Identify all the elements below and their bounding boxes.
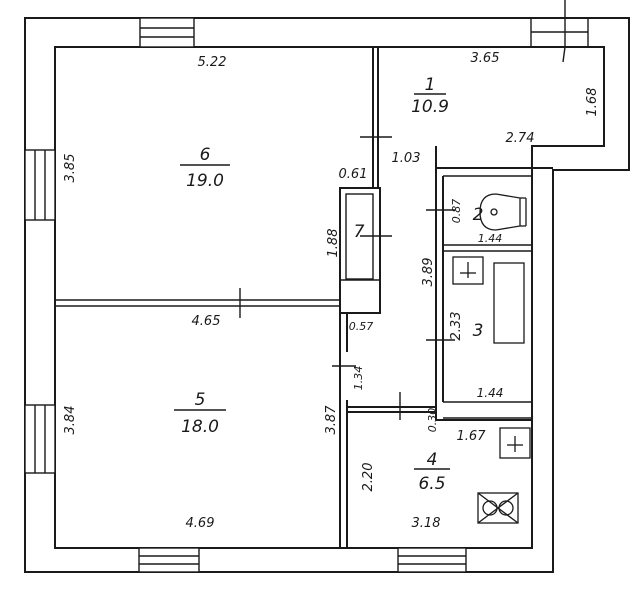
room-5-number: 5 (195, 390, 206, 410)
sink-icon (452, 256, 484, 285)
interior-walls (55, 47, 553, 548)
dim-closet-gap: 0.57 (349, 320, 374, 333)
room-7-number: 7 (354, 222, 365, 242)
dim-wc-height: 0.87 (450, 199, 463, 224)
window-top-right (530, 18, 589, 47)
room-4-number: 4 (427, 450, 438, 470)
room-6-area: 19.0 (186, 171, 224, 191)
outer-walls (24, 0, 630, 573)
dim-r5-right: 3.87 (324, 405, 339, 435)
kitchen-sink-icon (499, 427, 531, 459)
room-2-number: 2 (473, 205, 484, 225)
room-4-area: 6.5 (418, 474, 445, 494)
dim-bath-width: 1.44 (477, 386, 504, 400)
dim-r6-right: 0.61 (339, 167, 368, 182)
dim-r4-gap: 0.30 (426, 408, 439, 433)
dim-r4-bottom: 3.18 (412, 516, 441, 531)
fixtures (452, 193, 531, 524)
room-5-area: 18.0 (181, 417, 219, 437)
window-top (139, 17, 195, 48)
dim-r5-left: 3.84 (63, 406, 78, 435)
dim-door-gap: 1.34 (352, 366, 365, 391)
window-left-lower (24, 404, 56, 474)
room-3-number: 3 (473, 321, 484, 341)
dim-r1-bottom: 2.74 (506, 131, 535, 146)
window-bottom-left (138, 547, 200, 573)
dim-bath-total: 3.89 (421, 258, 436, 287)
door-marks (239, 136, 455, 420)
dimension-labels: 5.22 3.85 4.65 0.61 3.65 1.68 2.74 1.03 … (63, 51, 600, 531)
closet (339, 187, 381, 314)
room-1-area: 10.9 (411, 97, 449, 117)
window-left-upper (24, 149, 56, 221)
dim-r6-bottom: 4.65 (192, 314, 221, 329)
dim-r5-bottom: 4.69 (186, 516, 215, 531)
dim-bath-height: 2.33 (449, 312, 464, 341)
inner-wall-line (54, 46, 605, 549)
toilet-icon (479, 193, 527, 231)
dim-r1-right: 1.68 (585, 88, 600, 117)
room-6-number: 6 (200, 145, 211, 165)
dim-r4-top: 1.67 (457, 429, 487, 444)
stove-icon (477, 492, 519, 524)
outer-wall-line (24, 17, 630, 573)
dim-closet-height: 1.88 (326, 229, 341, 258)
dim-r4-left: 2.20 (361, 463, 376, 492)
dim-corridor-width: 1.03 (392, 151, 421, 166)
dim-wc-width: 1.44 (478, 232, 503, 245)
windows (24, 17, 589, 573)
room-1-number: 1 (425, 75, 436, 95)
window-bottom-right (397, 547, 467, 573)
drain-pipe-end (562, 46, 566, 63)
dim-r6-left: 3.85 (63, 154, 78, 183)
room-labels: 1 10.9 2 3 4 6.5 5 18.0 6 19.0 7 (174, 75, 483, 494)
dim-r6-top: 5.22 (198, 55, 227, 70)
bathtub-icon (493, 262, 525, 344)
dim-r1-top: 3.65 (471, 51, 500, 66)
